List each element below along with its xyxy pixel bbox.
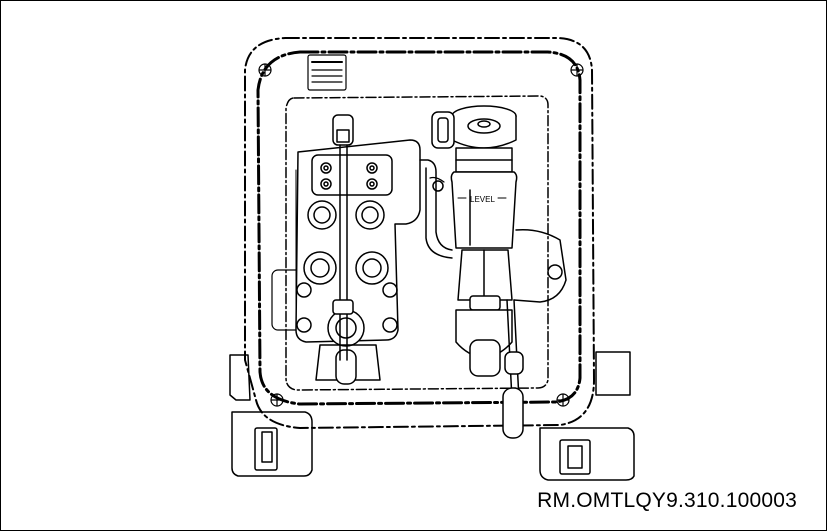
right-bracket — [539, 351, 635, 481]
label-plate — [307, 54, 347, 91]
inner-panel — [285, 95, 549, 391]
fluid-reservoir — [429, 105, 567, 377]
mounting-screw-bl — [270, 393, 284, 407]
connecting-pipe — [419, 159, 453, 251]
left-bracket — [229, 354, 313, 477]
mounting-screw-tl — [258, 63, 272, 77]
mounting-screw-tr — [570, 63, 584, 77]
level-marking: LEVEL — [470, 195, 495, 204]
valve-block — [295, 139, 421, 385]
push-rod — [332, 114, 354, 361]
reference-code: RM.OMTLQY9.310.100003 — [537, 489, 797, 512]
housing-outline — [244, 37, 595, 429]
housing-frame — [256, 50, 582, 406]
dipstick-handle — [502, 299, 524, 439]
mounting-screw-br — [556, 393, 570, 407]
